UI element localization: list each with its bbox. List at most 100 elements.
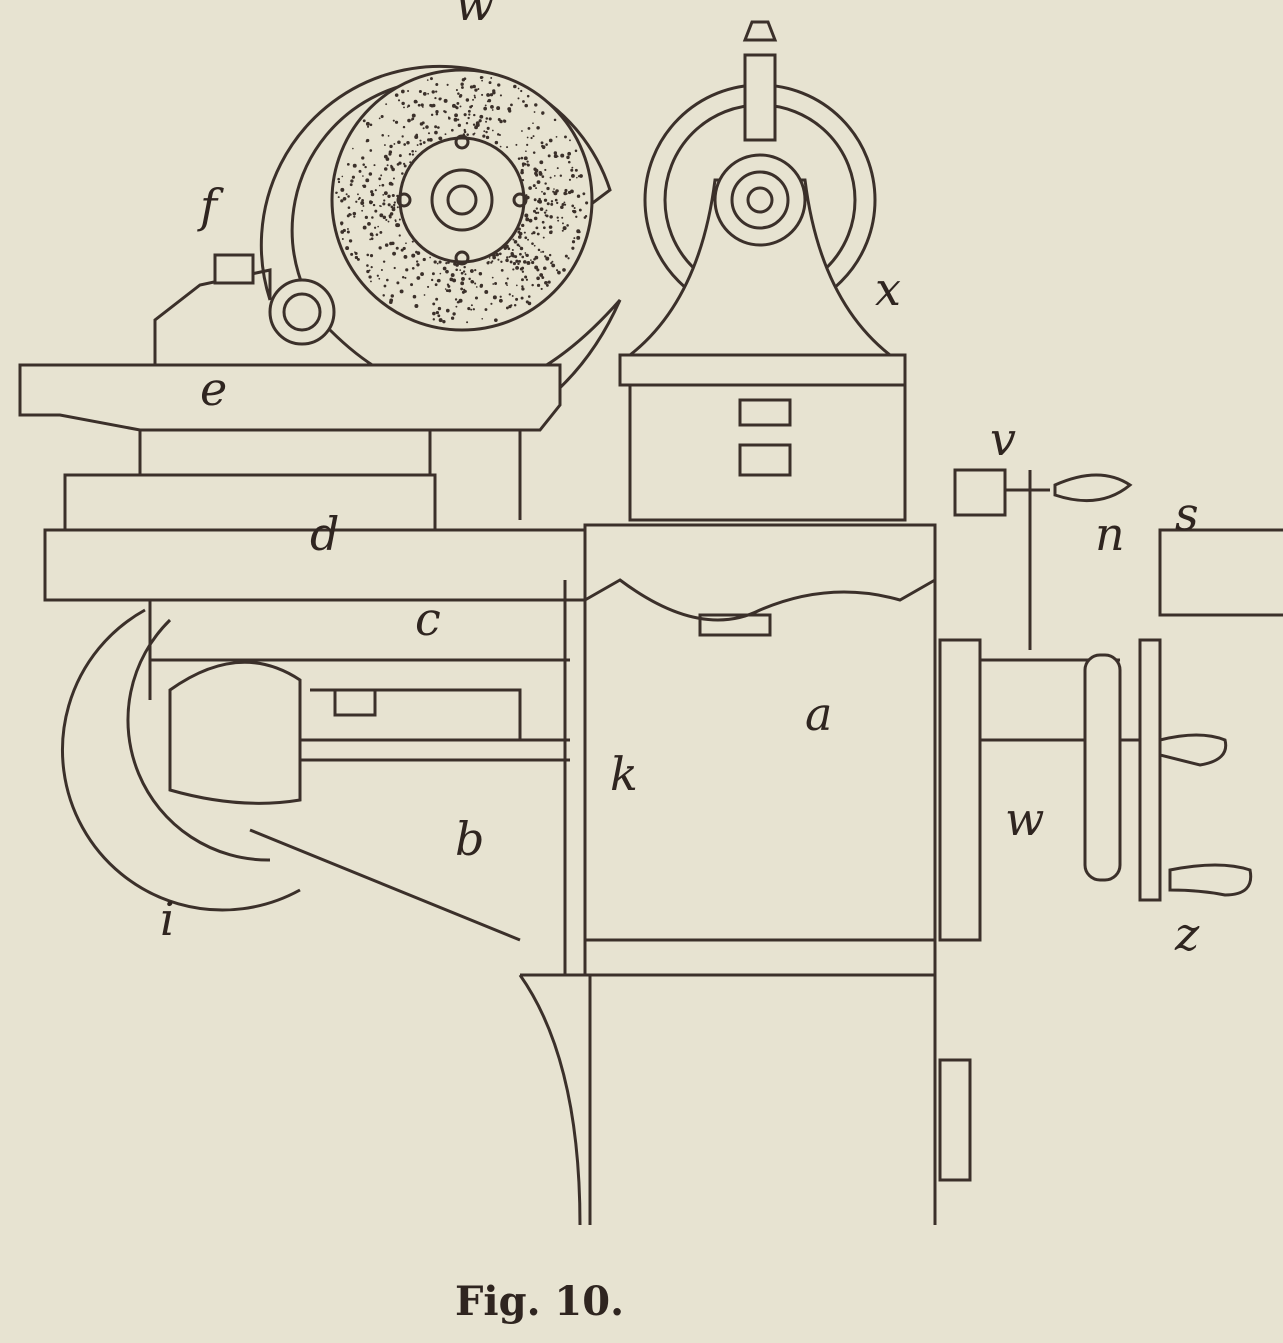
stipple-dot bbox=[490, 104, 494, 109]
stipple-dot bbox=[527, 238, 530, 241]
column-a bbox=[583, 523, 937, 977]
stipple-dot bbox=[567, 151, 572, 156]
stipple-dot bbox=[545, 256, 550, 261]
stipple-dot bbox=[446, 83, 449, 86]
stipple-dot bbox=[541, 145, 546, 149]
stipple-dot bbox=[380, 115, 384, 119]
stipple-dot bbox=[342, 228, 346, 233]
stipple-dot bbox=[352, 211, 357, 216]
stipple-dot bbox=[368, 275, 372, 279]
stipple-dot bbox=[435, 297, 439, 301]
stipple-dot bbox=[517, 87, 520, 90]
stipple-dot bbox=[532, 231, 536, 235]
stipple-dot bbox=[531, 260, 535, 265]
stipple-dot bbox=[499, 145, 502, 148]
stipple-dot bbox=[430, 278, 434, 282]
stipple-dot bbox=[474, 88, 478, 92]
stipple-dot bbox=[470, 304, 473, 307]
slide-e bbox=[18, 363, 562, 432]
stipple-dot bbox=[551, 263, 556, 268]
stipple-dot bbox=[418, 90, 422, 94]
stipple-dot bbox=[473, 96, 477, 99]
stipple-dot bbox=[543, 192, 546, 196]
stipple-dot bbox=[459, 93, 463, 97]
stipple-dot bbox=[350, 179, 354, 183]
stipple-dot bbox=[362, 163, 365, 166]
stipple-dot bbox=[490, 302, 493, 305]
stipple-dot bbox=[383, 191, 388, 196]
stipple-dot bbox=[369, 123, 373, 127]
stipple-dot bbox=[380, 174, 383, 177]
figure-caption: Fig. 10. bbox=[455, 1278, 625, 1325]
stipple-dot bbox=[438, 318, 443, 323]
stipple-dot bbox=[416, 263, 420, 267]
stipple-dot bbox=[561, 216, 564, 219]
stipple-dot bbox=[505, 258, 509, 263]
stipple-dot bbox=[497, 258, 500, 261]
stipple-dot bbox=[535, 226, 539, 230]
stipple-dot bbox=[492, 89, 496, 93]
stipple-dot bbox=[566, 155, 570, 160]
stipple-dot bbox=[532, 135, 535, 138]
stipple-dot bbox=[468, 113, 471, 116]
stipple-dot bbox=[515, 259, 519, 263]
label-c: c bbox=[415, 592, 441, 646]
stipple-dot bbox=[511, 295, 514, 297]
stipple-dot bbox=[382, 202, 386, 206]
label-i: i bbox=[160, 892, 175, 946]
stipple-dot bbox=[369, 232, 374, 236]
stipple-dot bbox=[371, 216, 374, 219]
stipple-dot bbox=[524, 275, 528, 279]
stipple-dot bbox=[561, 229, 564, 232]
stipple-dot bbox=[419, 139, 422, 142]
stipple-dot bbox=[575, 215, 578, 218]
stipple-dot bbox=[486, 93, 490, 97]
stipple-dot bbox=[347, 228, 349, 230]
stipple-dot bbox=[337, 196, 340, 199]
stipple-dot bbox=[497, 117, 501, 121]
stipple-dot bbox=[469, 269, 474, 273]
stipple-dot bbox=[534, 255, 539, 260]
stipple-dot bbox=[517, 157, 521, 160]
stipple-dot bbox=[536, 268, 540, 272]
stipple-dot bbox=[397, 99, 401, 102]
stipple-dot bbox=[540, 287, 543, 290]
stipple-dot bbox=[454, 113, 458, 118]
stipple-dot bbox=[427, 138, 431, 142]
stipple-dot bbox=[443, 110, 446, 113]
stipple-dot bbox=[519, 267, 524, 271]
stipple-dot bbox=[483, 106, 488, 111]
stipple-dot bbox=[520, 168, 524, 172]
stipple-dot bbox=[484, 308, 488, 311]
stipple-dot bbox=[455, 305, 458, 308]
stipple-dot bbox=[518, 259, 522, 263]
stipple-dot bbox=[407, 89, 410, 93]
stipple-dot bbox=[490, 261, 493, 264]
pivot-bolt bbox=[268, 278, 336, 346]
stipple-dot bbox=[392, 177, 395, 180]
stipple-dot bbox=[460, 82, 464, 86]
stipple-dot bbox=[340, 187, 345, 192]
stipple-dot bbox=[491, 129, 494, 132]
stipple-dot bbox=[547, 280, 551, 284]
stipple-dot bbox=[548, 253, 552, 257]
stipple-dot bbox=[542, 236, 545, 239]
stipple-dot bbox=[486, 100, 489, 103]
stipple-dot bbox=[523, 260, 527, 264]
stipple-dot bbox=[445, 289, 449, 293]
stipple-dot bbox=[378, 277, 381, 280]
stipple-dot bbox=[450, 273, 455, 278]
stipple-dot bbox=[370, 266, 373, 269]
stipple-dot bbox=[513, 240, 518, 244]
stipple-dot bbox=[387, 134, 390, 137]
stipple-dot bbox=[400, 89, 405, 94]
stipple-dot bbox=[370, 280, 372, 283]
stipple-dot bbox=[463, 128, 466, 132]
stipple-dot bbox=[477, 88, 480, 90]
stipple-dot bbox=[483, 130, 486, 133]
stipple-dot bbox=[537, 248, 541, 252]
stipple-dot bbox=[568, 178, 572, 181]
stipple-dot bbox=[522, 100, 525, 103]
stipple-dot bbox=[560, 205, 564, 210]
stipple-dot bbox=[524, 103, 528, 108]
